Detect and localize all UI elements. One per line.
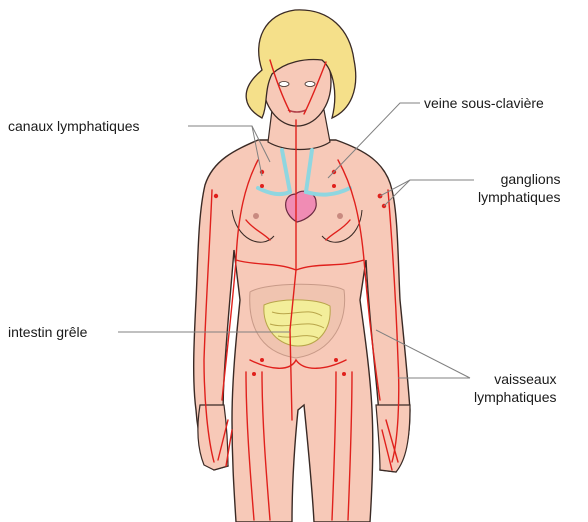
nipple-right <box>337 213 343 219</box>
label-ganglions-lymphatiques: ganglions lymphatiques <box>478 170 561 206</box>
nipple-left <box>253 213 259 219</box>
label-veine-sous-claviere: veine sous-clavière <box>424 94 544 112</box>
label-ganglions-line1: ganglions <box>478 170 561 188</box>
leader-ganglions <box>380 180 474 196</box>
label-vaisseaux-lymphatiques: vaisseaux lymphatiques <box>474 370 557 406</box>
label-intestin-grele: intestin grêle <box>8 323 87 341</box>
label-vaisseaux-line1: vaisseaux <box>474 370 557 388</box>
left-eye <box>279 82 289 87</box>
right-eye <box>305 82 315 87</box>
label-ganglions-line2: lymphatiques <box>478 188 561 206</box>
label-vaisseaux-line2: lymphatiques <box>474 388 557 406</box>
right-hand <box>376 405 410 472</box>
label-canaux-lymphatiques: canaux lymphatiques <box>8 117 140 135</box>
body-silhouette <box>194 10 410 522</box>
